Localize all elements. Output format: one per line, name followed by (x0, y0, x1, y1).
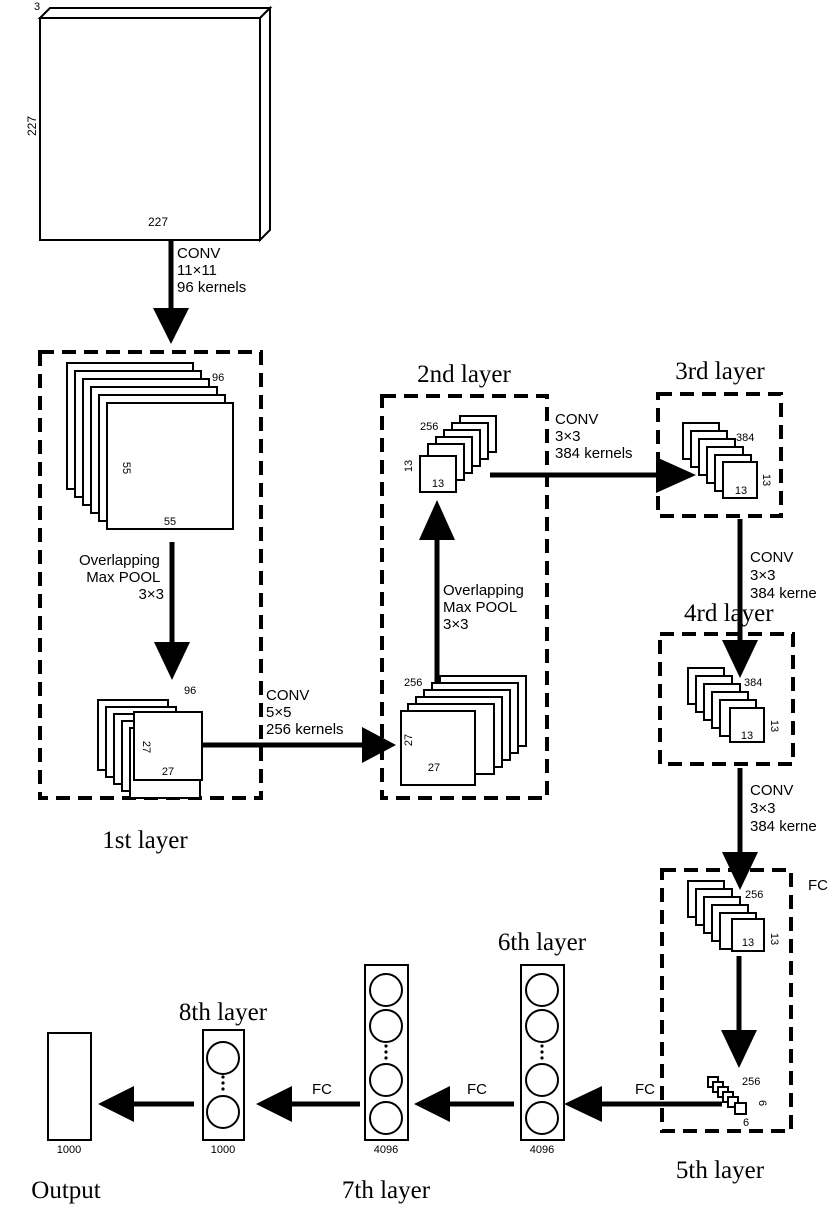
layer5-box (660, 868, 793, 1133)
layer5-stack-13 (687, 880, 765, 952)
layer2-top-channels: 256 (420, 421, 438, 433)
output-box (47, 1032, 92, 1141)
conv3-label: CONV 3×3 384 kernels (555, 411, 633, 462)
layer6-title: 6th layer (498, 929, 587, 956)
fc-arrow-7-8 (256, 1086, 360, 1122)
layer4-title: 4rd layer (684, 600, 774, 627)
conv4-label: CONV 3×3 384 kerne (750, 549, 817, 602)
conv1-label: CONV 11×11 96 kernels (177, 245, 246, 296)
conv5-label: CONV 3×3 384 kerne (750, 782, 817, 835)
layer2-stack-13 (419, 415, 497, 493)
layer1-title: 1st layer (102, 827, 188, 854)
layer3-title: 3rd layer (675, 358, 765, 385)
layer1-stack-55 (66, 362, 234, 530)
layer7-neurons (364, 964, 409, 1141)
conv3-arrow (490, 457, 696, 493)
layer1-stack1-channels: 96 (212, 372, 224, 384)
layer3-box (656, 392, 783, 518)
fc-label-a: FC (312, 1081, 332, 1098)
layer1-pool-arrow (154, 542, 190, 680)
layer4-height: 13 (768, 720, 780, 732)
layer5-top-channels: 256 (745, 889, 763, 901)
layer5-top-height: 13 (768, 933, 780, 945)
layer4-box (658, 632, 795, 766)
layer2-bottom-channels: 256 (404, 677, 422, 689)
layer1-stack-27 (97, 699, 203, 799)
input-depth-label: 3 (34, 1, 40, 13)
layer1-stack2-height: 27 (140, 741, 152, 753)
layer8-title: 8th layer (179, 999, 268, 1026)
layer8-neurons (202, 1029, 245, 1141)
layer5-fc-label: FC (808, 877, 828, 894)
layer1-stack1-height: 55 (120, 462, 132, 474)
conv4-arrow (722, 519, 758, 678)
conv2-label: CONV 5×5 256 kernels (266, 687, 344, 738)
layer1-pool-label: Overlapping Max POOL 3×3 (79, 552, 164, 603)
output-size: 1000 (57, 1144, 81, 1156)
layer2-pool-arrow (419, 500, 455, 705)
layer5-inner-arrow (721, 956, 757, 1068)
fc-arrow-6-7 (414, 1086, 514, 1122)
layer7-title: 7th layer (342, 1177, 431, 1204)
layer5-small-height: 6 (756, 1100, 768, 1106)
layer5-top-width: 13 (742, 937, 754, 949)
layer1-stack2-width: 27 (162, 766, 174, 778)
layer3-width: 13 (735, 485, 747, 497)
layer8-size: 1000 (211, 1144, 235, 1156)
fc-label-b: FC (467, 1081, 487, 1098)
fc-label-c: FC (635, 1081, 655, 1098)
layer1-stack2-channels: 96 (184, 685, 196, 697)
layer2-title: 2nd layer (417, 361, 511, 388)
arrow-8-output (98, 1086, 194, 1122)
conv2-arrow (203, 727, 396, 763)
layer3-channels: 384 (736, 432, 754, 444)
layer3-stack (682, 422, 758, 499)
fc-arrow-5-6 (564, 1086, 722, 1122)
input-height-label: 227 (25, 116, 39, 136)
layer6-size: 4096 (530, 1144, 554, 1156)
layer3-height: 13 (760, 474, 772, 486)
layer7-size: 4096 (374, 1144, 398, 1156)
layer2-pool-label: Overlapping Max POOL 3×3 (443, 582, 528, 633)
layer5-small-channels: 256 (742, 1076, 760, 1088)
layer4-channels: 384 (744, 677, 762, 689)
layer2-top-width: 13 (432, 478, 444, 490)
input-width-label: 227 (148, 215, 168, 229)
layer4-width: 13 (741, 730, 753, 742)
layer5-small-width: 6 (743, 1117, 749, 1129)
layer5-stack-6 (707, 1076, 747, 1115)
layer2-bottom-height: 27 (403, 734, 415, 746)
layer1-stack1-width: 55 (164, 516, 176, 528)
layer6-neurons (520, 964, 565, 1141)
output-title: Output (31, 1177, 101, 1204)
input-volume: 3 227 227 (25, 1, 273, 243)
layer2-bottom-width: 27 (428, 762, 440, 774)
layer2-top-height: 13 (403, 460, 415, 472)
layer2-box (380, 394, 549, 800)
layer4-stack (687, 667, 765, 743)
conv1-arrow (153, 240, 189, 344)
layer5-title: 5th layer (676, 1157, 765, 1184)
layer2-stack-27 (400, 675, 527, 786)
